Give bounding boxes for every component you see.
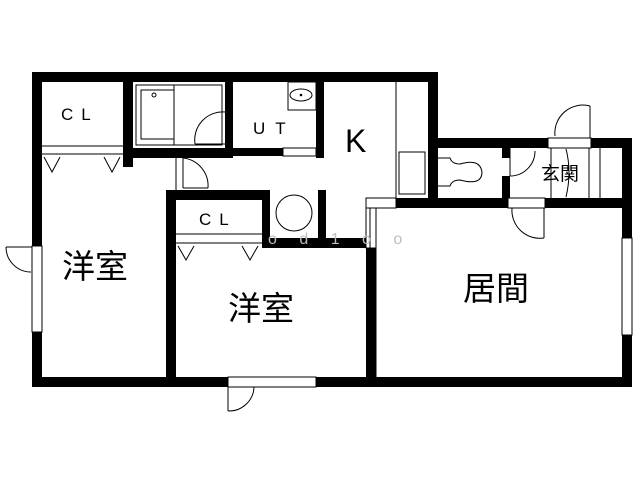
walls [32, 72, 632, 387]
living-frame [369, 208, 377, 377]
doors [5, 104, 591, 412]
bathtub [135, 84, 226, 146]
toilet [424, 154, 483, 194]
washing-machine [275, 194, 313, 232]
entrance-steps [550, 148, 601, 198]
closet-doors [42, 145, 262, 262]
room-label-living-room: 居間 [463, 269, 529, 308]
room-label-entrance: 玄関 [541, 163, 580, 185]
windows [31, 137, 633, 388]
room-label-closet-1: CL [61, 105, 99, 124]
watermark: o d 1 o o [268, 231, 412, 248]
kitchen-counter [395, 82, 426, 198]
sink [287, 81, 317, 111]
room-label-closet-2: CL [199, 210, 237, 229]
room-label-kitchen: K [345, 123, 367, 159]
room-label-utility: UT [253, 119, 296, 138]
room-label-western-room-2: 洋室 [228, 289, 294, 328]
room-label-western-room-1: 洋室 [62, 247, 128, 286]
